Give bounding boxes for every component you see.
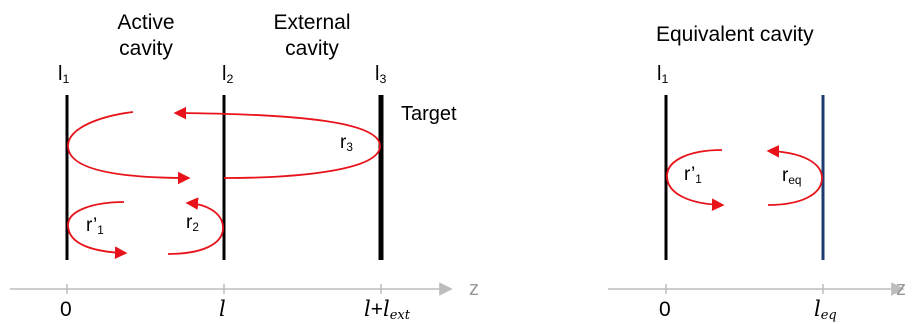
left-tick-label-0: 0 [60,298,72,321]
right-tick-label-0: 0 [659,298,671,321]
beam-loop-req [766,145,823,206]
reflection-r1prime-label: r’1 [86,215,104,237]
right-axis-name: z [896,278,906,300]
mirror-l3-label: l3 [375,63,387,87]
beam-loop-r1prime [67,201,128,259]
active-cavity-title: Active cavity [117,11,175,61]
left-tick-label-lext: l+lext [364,297,410,324]
mirror-l1-label: l1 [58,63,70,87]
external-cavity-title: External cavity [273,11,351,61]
beam-loop-right-r1prime [666,149,725,211]
right-tick-label-leq: leq [814,297,837,324]
reflection-r2-label: r2 [186,212,199,234]
mirror-right-l1-label: l1 [657,63,669,87]
target-label: Target [401,103,457,125]
equivalent-cavity-title: Equivalent cavity [656,23,814,46]
left-tick-label-l: l [219,297,226,321]
left-axis-name: z [469,278,479,300]
right-reflection-req-label: req [782,165,802,187]
reflection-r3-label: r3 [340,132,353,154]
mirror-l2-label: l2 [222,63,234,87]
beam-loop-r2 [167,197,224,255]
beam-loop-l1 [67,111,191,185]
right-reflection-r1prime-label: r’1 [684,164,702,186]
beam-loop-l3 [173,106,381,179]
